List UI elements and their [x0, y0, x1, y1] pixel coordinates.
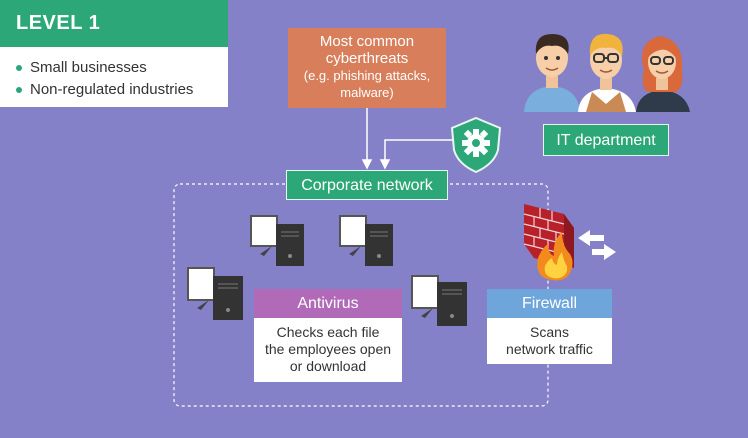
- it-department-label: IT department: [543, 124, 669, 156]
- level-criteria-item: Small businesses: [14, 57, 228, 79]
- firewall-description: Scans network traffic: [487, 318, 612, 364]
- threats-line: (e.g. phishing attacks,: [303, 68, 431, 83]
- threats-line: cyberthreats: [325, 50, 409, 67]
- antivirus-title: Antivirus: [254, 289, 402, 318]
- threats-connector: [361, 108, 373, 170]
- firewall-title: Firewall: [487, 289, 612, 318]
- cyberthreats-box: Most common cyberthreats (e.g. phishing …: [288, 28, 446, 108]
- antivirus-description: Checks each file the employees open or d…: [254, 318, 402, 382]
- two-way-arrows-icon: [578, 230, 616, 260]
- level-title: LEVEL 1: [0, 0, 228, 47]
- it-connector: [379, 139, 455, 170]
- threats-line: malware): [340, 85, 394, 100]
- corporate-network-label: Corporate network: [286, 170, 448, 200]
- computer-icon: [250, 215, 304, 266]
- firewall-line: network traffic: [506, 341, 593, 357]
- fire-icon: [537, 232, 573, 281]
- computer-icon: [339, 215, 393, 266]
- threats-line: Most common: [319, 33, 415, 50]
- antivirus-line: Checks each file: [276, 324, 380, 340]
- level-criteria-list: Small businesses Non-regulated industrie…: [0, 47, 228, 107]
- level-criteria-item: Non-regulated industries: [14, 79, 228, 101]
- computer-icon: [187, 267, 243, 320]
- computer-icon: [411, 275, 467, 326]
- antivirus-line: the employees open: [264, 341, 392, 357]
- shield-gear-icon: [450, 116, 502, 174]
- firewall-line: Scans: [530, 324, 569, 340]
- antivirus-line: or download: [289, 358, 367, 374]
- people-icon: [524, 33, 690, 112]
